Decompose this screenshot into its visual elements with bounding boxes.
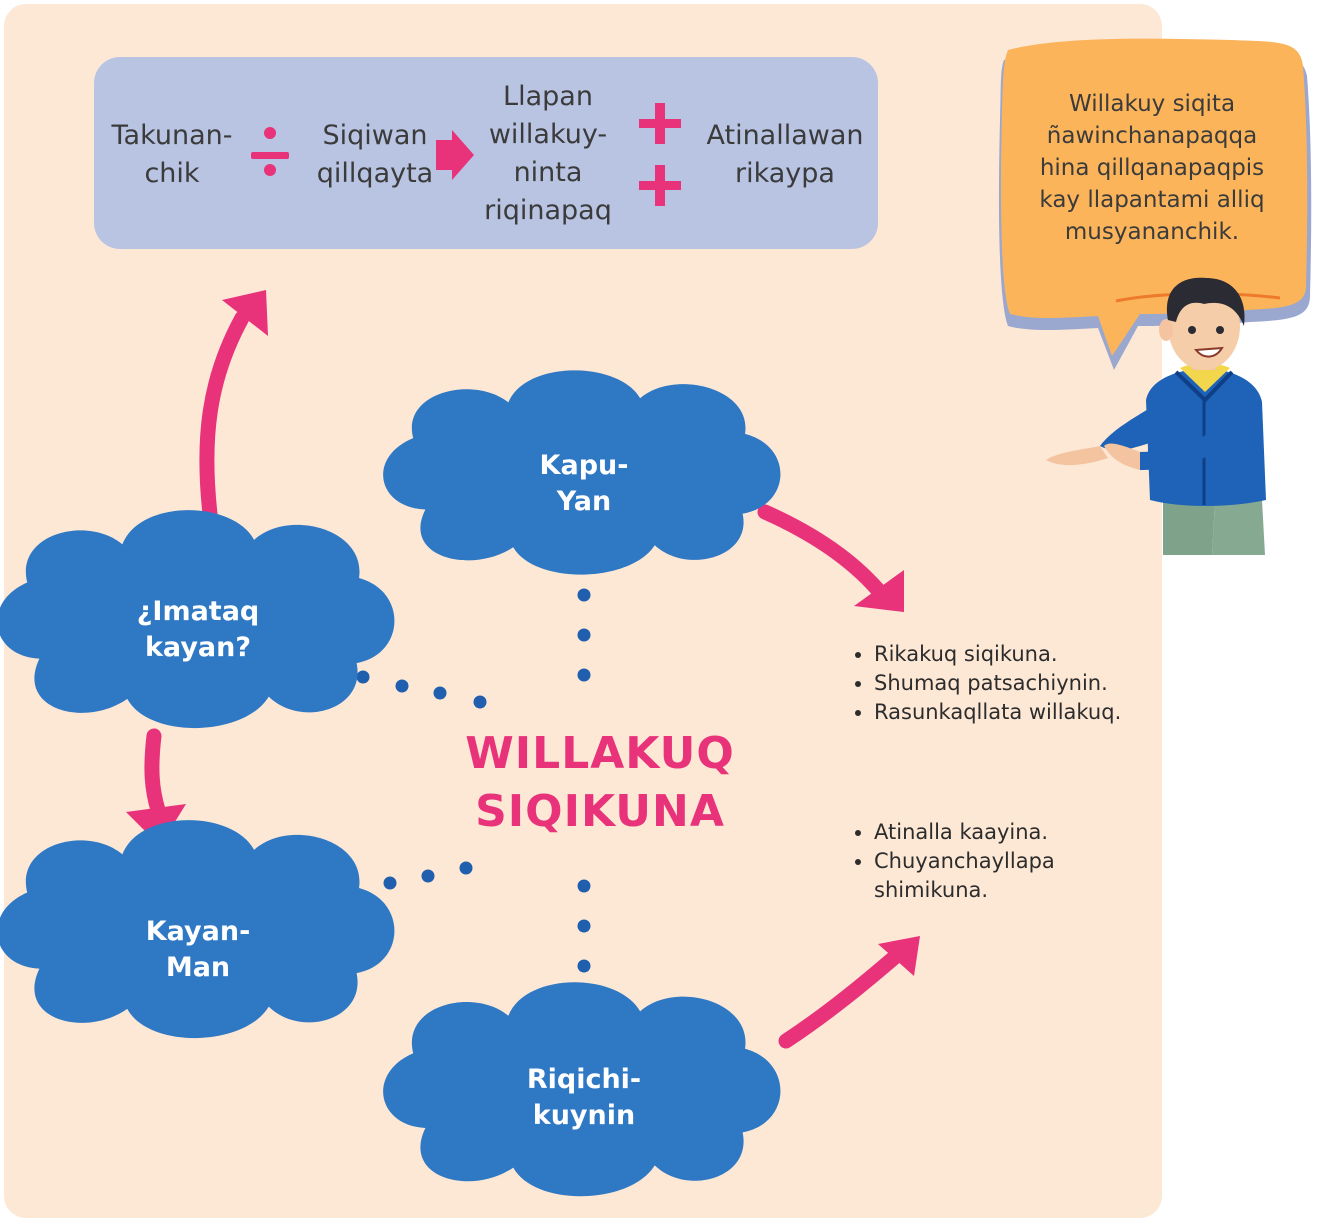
dotted-connector-bottom [577, 879, 591, 973]
cloud-label-imataq: ¿Imataq kayan? [136, 596, 260, 663]
plus-icon-top [639, 103, 681, 144]
arrow-right-icon [436, 130, 474, 180]
arrow-riqichikuynin-to-bullets [778, 936, 920, 1049]
formula-term-llapan: Llapan willakuy- ninta riqinapaq [484, 81, 612, 226]
cloud-label-riqichikuynin: Riqichi- kuynin [526, 1064, 642, 1131]
arrow-kapuyan-to-bullets [757, 504, 904, 612]
plus-icon-bottom [639, 165, 681, 206]
speech-bubble-text: Willakuy siqita ñawinchanapaqqa hina qil… [1039, 91, 1265, 245]
diagram-main-title: WILLAKUQ SIQIKUNA [465, 728, 735, 837]
formula-box [94, 57, 878, 249]
dotted-connector-top [577, 588, 591, 682]
formula-term-siqiwan: Siqiwan qillqayta [316, 120, 434, 189]
list-item: Chuyanchayllapa shimikuna. [874, 847, 1134, 905]
divide-icon [251, 127, 289, 176]
dotted-connector-left-top [356, 670, 487, 709]
list-item: Shumaq patsachiynin. [874, 669, 1121, 698]
formula-term-takunanchik: Takunan- chik [111, 120, 233, 189]
formula-term-atinallawan: Atinallawan rikaypa [706, 120, 864, 189]
bullet-list-bottom: Atinalla kaayina. Chuyanchayllapa shimik… [826, 818, 1134, 905]
list-item: Rikakuq siqikuna. [874, 640, 1121, 669]
bullet-list-top: Rikakuq siqikuna. Shumaq patsachiynin. R… [826, 640, 1121, 727]
list-item: Rasunkaqllata willakuq. [874, 698, 1121, 727]
cloud-label-kapuyan: Kapu- Yan [539, 450, 629, 517]
cloud-label-kayanman: Kayan- Man [145, 916, 251, 983]
boy-illustration [1046, 277, 1266, 555]
arrow-imataq-to-formula [199, 290, 268, 522]
list-item: Atinalla kaayina. [874, 818, 1134, 847]
arrow-imataq-to-kayanman [126, 728, 186, 846]
